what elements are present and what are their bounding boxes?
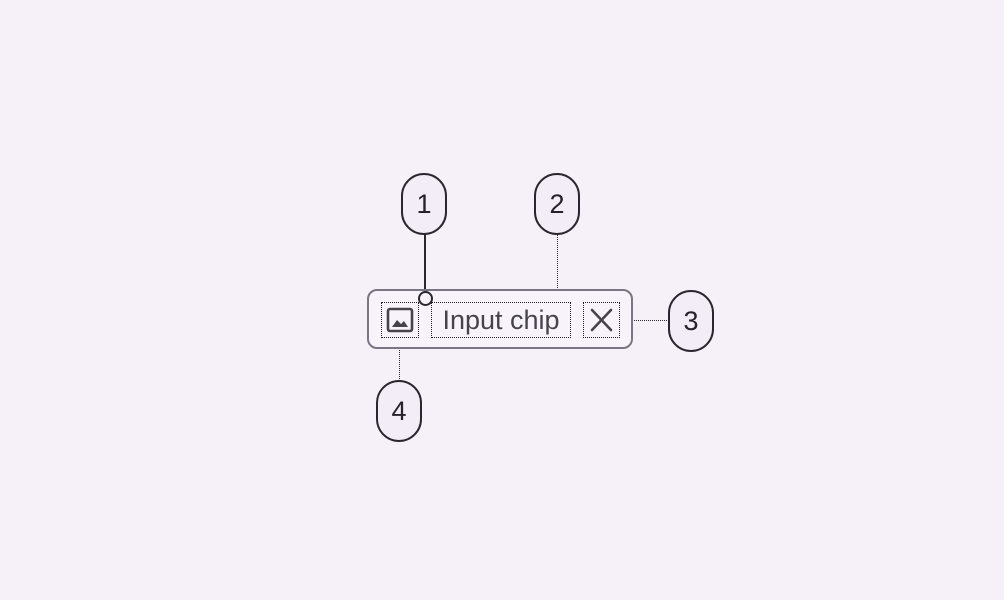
container-anchor-dot [418, 291, 433, 306]
callout-1-connector [424, 234, 426, 293]
image-icon [386, 307, 414, 333]
callout-2-connector [557, 234, 558, 302]
label-text-target [431, 302, 571, 338]
input-chip-container[interactable] [367, 289, 633, 349]
callout-3-connector [620, 320, 669, 321]
input-chip-label: Input chip [442, 305, 560, 335]
trailing-icon-target [583, 302, 620, 338]
callout-2: 2 [534, 173, 580, 235]
close-icon[interactable] [588, 307, 615, 333]
callout-3: 3 [668, 290, 714, 352]
leading-icon-target [381, 302, 419, 338]
callout-4-connector [399, 338, 400, 381]
callout-4: 4 [376, 380, 422, 442]
callout-1: 1 [401, 173, 447, 235]
